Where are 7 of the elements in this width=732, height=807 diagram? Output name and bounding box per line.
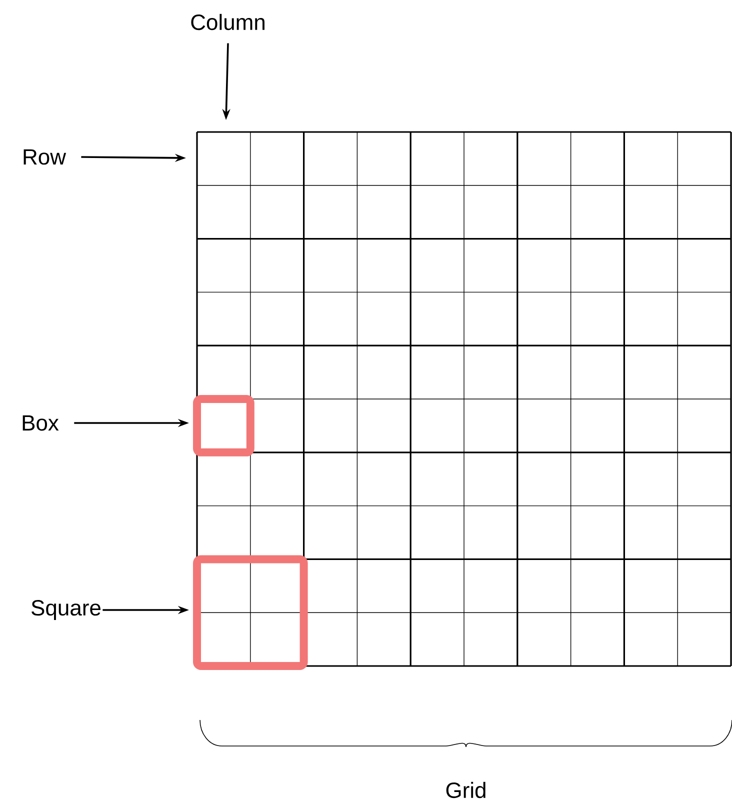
label-text: Column: [191, 14, 264, 30]
grid-label: Grid: [446, 782, 486, 798]
highlight-box: [193, 395, 254, 456]
label-text: Box: [22, 415, 59, 431]
label-text: Square: [32, 600, 100, 620]
highlight-box: [193, 555, 308, 670]
label-text: Row: [24, 149, 66, 165]
